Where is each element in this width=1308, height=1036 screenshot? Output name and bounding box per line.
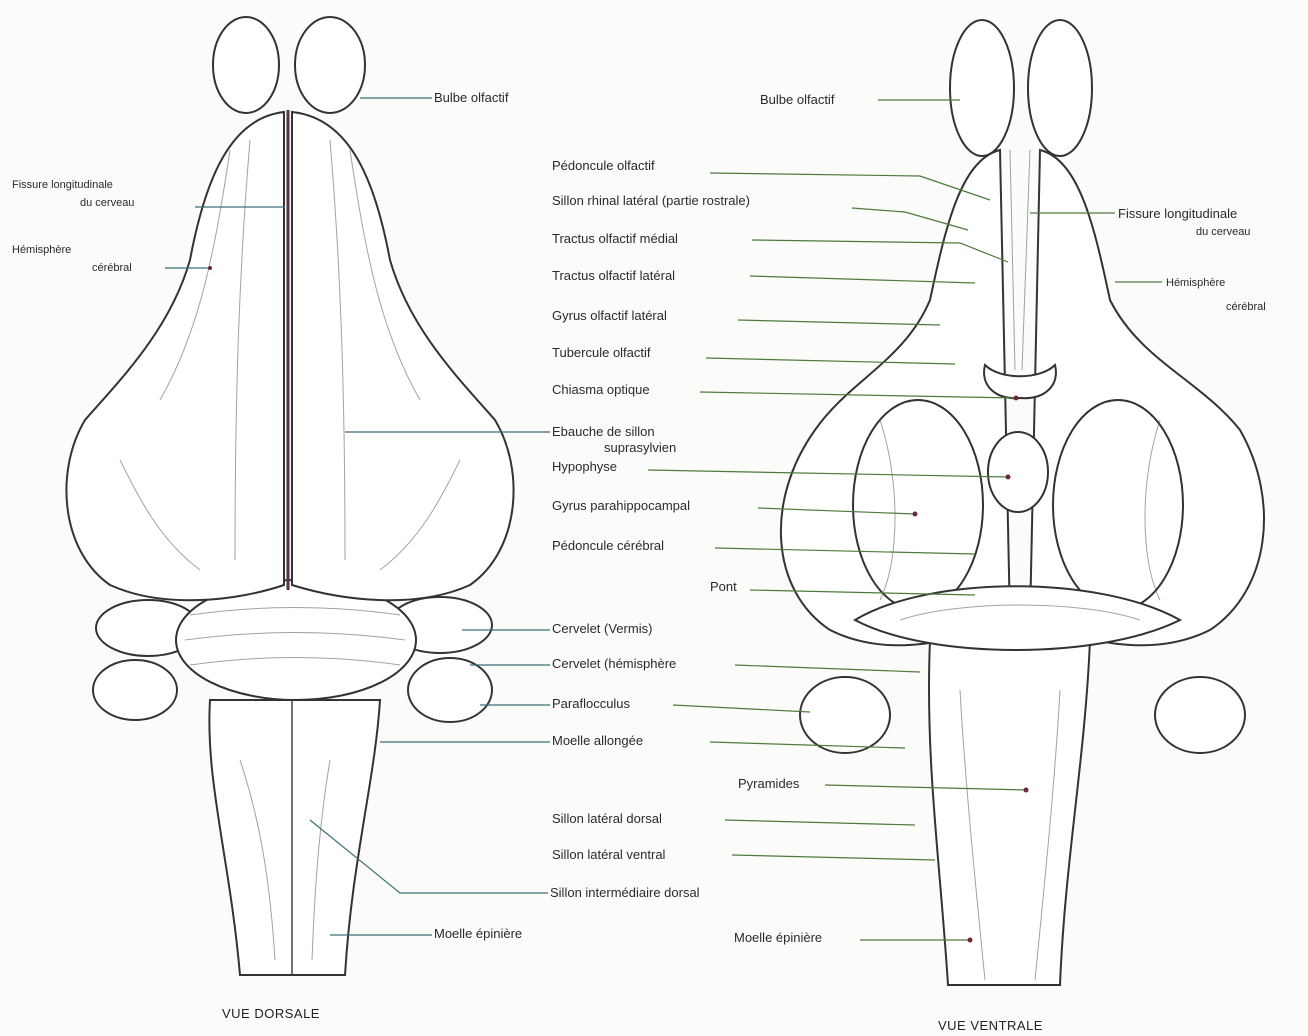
ventral-paraflocculus-right [1155,677,1245,753]
caption-vue-dorsale: VUE DORSALE [222,1006,320,1021]
label-gyrus-parahippocampal: Gyrus parahippocampal [552,498,690,513]
leader-paraflocculus-ventral [673,705,810,712]
label-tubercule-olfactif: Tubercule olfactif [552,345,651,360]
dorsal-paraflocculus-right [408,658,492,722]
dorsal-view [66,17,513,975]
leader-sillon-lateral-ventral [732,855,935,860]
label-paraflocculus: Paraflocculus [552,696,631,711]
label-moelle-allongee: Moelle allongée [552,733,643,748]
label-gyrus-olfactif: Gyrus olfactif latéral [552,308,667,323]
label-dorsal-fissure-line1: Fissure longitudinale [12,179,113,191]
ventral-parahippocampal-gyrus-right [1053,400,1183,610]
dorsal-medulla-and-spinal-cord [209,700,380,975]
dorsal-hemisphere-right [292,112,514,600]
dorsal-olfactory-bulb-left [213,17,279,113]
label-sillon-rhinal: Sillon rhinal latéral (partie rostrale) [552,193,750,208]
label-ventral-fissure-line1: Fissure longitudinale [1118,206,1237,221]
label-cervelet-hemisphere: Cervelet (hémisphère [552,656,676,671]
ventral-olfactory-bulb-right [1028,20,1092,156]
label-hypophyse: Hypophyse [552,459,617,474]
ventral-parahippocampal-gyrus-left [853,400,983,610]
ventral-medulla-and-spinal-cord [929,640,1090,985]
label-sillon-lateral-ventral: Sillon latéral ventral [552,847,666,862]
label-ventral-bulbe-olfactif: Bulbe olfactif [760,92,835,107]
label-pedoncule-olfactif: Pédoncule olfactif [552,158,655,173]
label-ebauche-line2: suprasylvien [604,440,676,455]
ventral-olfactory-bulb-left [950,20,1014,156]
label-dorsal-fissure-line2: du cerveau [80,197,134,209]
label-sillon-lateral-dorsal: Sillon latéral dorsal [552,811,662,826]
label-pyramides: Pyramides [738,776,800,791]
ventral-hypophysis [988,432,1048,512]
caption-vue-ventrale: VUE VENTRALE [938,1018,1043,1033]
dot-chiasma [1014,396,1019,401]
label-dorsal-hemisphere-line1: Hémisphère [12,244,71,256]
label-pont: Pont [710,579,737,594]
label-tractus-lateral: Tractus olfactif latéral [552,268,675,283]
label-ventral-hemisphere-line2: cérébral [1226,301,1266,313]
label-pedoncule-cerebral: Pédoncule cérébral [552,538,664,553]
ventral-paraflocculus-left [800,677,890,753]
dot-hypophyse [1006,475,1011,480]
label-sillon-intermediaire-dorsal: Sillon intermédiaire dorsal [550,885,700,900]
dorsal-olfactory-bulb-right [295,17,365,113]
leader-gyrus-olfactif [738,320,940,325]
dot-ventral-moelle-epiniere [968,938,973,943]
center-labels: Pédoncule olfactif Sillon rhinal latéral… [550,158,750,900]
ventral-view [781,20,1264,985]
label-chiasma-optique: Chiasma optique [552,382,650,397]
label-ventral-hemisphere-line1: Hémisphère [1166,277,1225,289]
label-dorsal-moelle-epiniere: Moelle épinière [434,926,522,941]
label-dorsal-hemisphere-line2: cérébral [92,262,132,274]
label-ventral-moelle-epiniere: Moelle épinière [734,930,822,945]
dorsal-paraflocculus-left [93,660,177,720]
leader-cervelet-hemisphere-ventral [735,665,920,672]
label-tractus-medial: Tractus olfactif médial [552,231,678,246]
dot-dorsal-hemisphere [208,266,212,270]
label-ventral-fissure-line2: du cerveau [1196,226,1250,238]
dot-gyrus-parahippo [913,512,918,517]
label-dorsal-bulbe-olfactif: Bulbe olfactif [434,90,509,105]
label-cervelet-vermis: Cervelet (Vermis) [552,621,652,636]
label-ebauche-line1: Ebauche de sillon [552,424,655,439]
leader-sillon-lateral-dorsal [725,820,915,825]
dot-pyramides [1024,788,1029,793]
leader-pedoncule-olfactif [710,173,990,200]
